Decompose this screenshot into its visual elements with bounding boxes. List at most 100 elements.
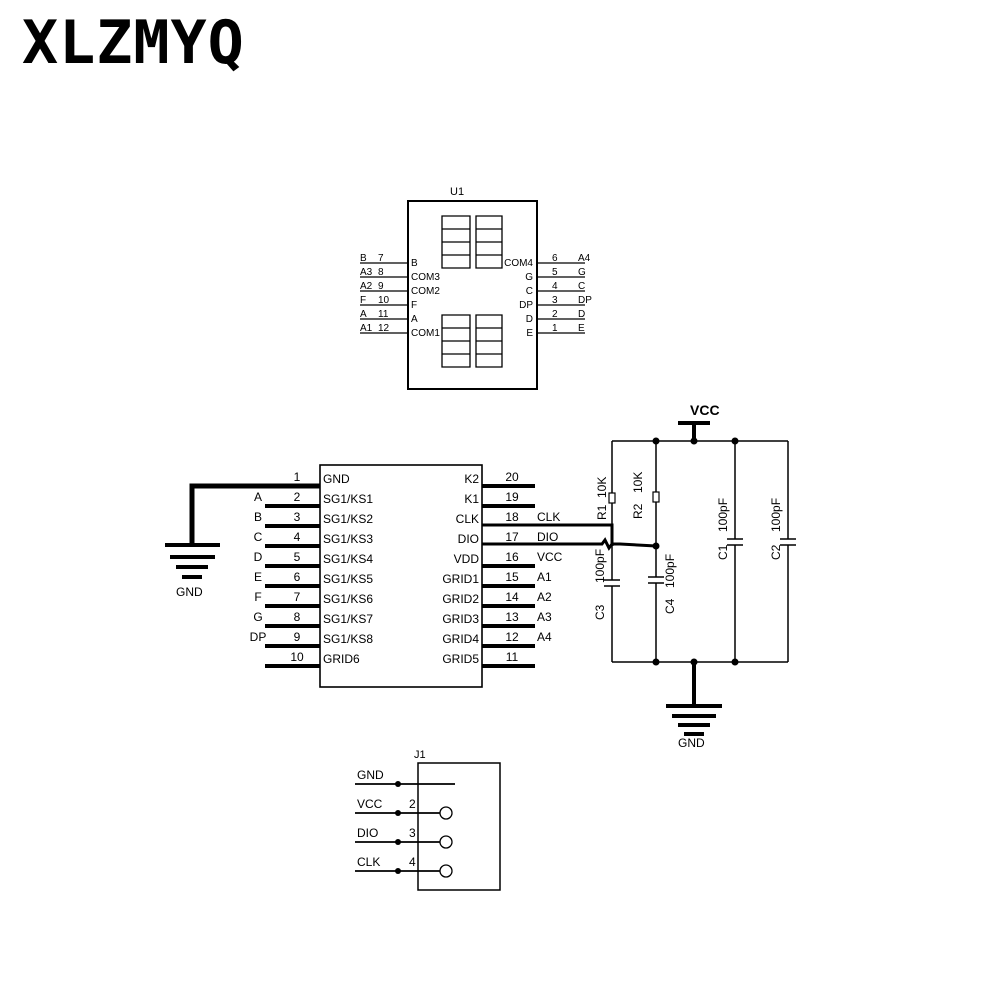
ic-left-num: 1 (294, 470, 301, 484)
u1-left-pin-name: COM2 (411, 286, 440, 297)
ic-left-net: G (253, 610, 262, 624)
u1-left-num: 10 (378, 295, 390, 306)
gnd-label-left: GND (176, 585, 203, 599)
u1-body (407, 200, 538, 390)
ic-right-pin-name: GRID3 (442, 612, 479, 626)
ic-left-net: E (254, 570, 262, 584)
u1-right-net: DP (578, 295, 592, 306)
ic-right-num: 20 (505, 470, 519, 484)
power-network: VCC GND (482, 402, 796, 750)
u1-left-pin-9: A2 9 COM2 (360, 281, 440, 297)
u1-left-pin-name: F (411, 300, 417, 311)
ic-left-net: A (254, 490, 262, 504)
ic-left-pin-name: GRID6 (323, 652, 360, 666)
r1-ref: R1 (595, 504, 609, 520)
ic-right-num: 15 (505, 570, 519, 584)
ic-right-net: A3 (537, 610, 552, 624)
u1-right-pin-name: C (526, 286, 533, 297)
ic-right-pin-11: GRID5 11 (442, 650, 535, 668)
u1-left-net: A2 (360, 281, 373, 292)
ic-right-pin-name: GRID1 (442, 572, 479, 586)
j1-ref: J1 (414, 749, 426, 761)
u1-left-num: 12 (378, 323, 390, 334)
u1-right-num: 1 (552, 323, 558, 334)
u1-right-pin-name: G (525, 272, 533, 283)
ic-left-net: F (254, 590, 261, 604)
r1-value: 10K (595, 477, 609, 498)
ic-right-pin-name: GRID4 (442, 632, 479, 646)
ic-left-num: 5 (294, 550, 301, 564)
ic-body (319, 464, 483, 688)
ic-right-pin-name: GRID2 (442, 592, 479, 606)
u1-right-net: E (578, 323, 585, 334)
j1-body (417, 762, 501, 891)
u1-digits (441, 215, 503, 368)
j1-net-label: CLK (357, 855, 380, 869)
ic-right-pin-name: DIO (458, 532, 479, 546)
u1-right-net: C (578, 281, 585, 292)
ground-symbol-left (165, 543, 220, 579)
j1-pin-num: 2 (409, 797, 416, 811)
c2-ref: C2 (769, 544, 783, 560)
u1-right-net: D (578, 309, 585, 320)
u1-left-pin-name: COM3 (411, 272, 440, 283)
ic-right-pin-13: GRID3 13 A3 (442, 610, 552, 628)
c1-value: 100pF (716, 498, 730, 532)
ic-left-pin-name: SG1/KS5 (323, 572, 373, 586)
j1-net-label: GND (357, 768, 384, 782)
ic-left-net: B (254, 510, 262, 524)
ic-right-num: 14 (505, 590, 519, 604)
u1-left-net: A1 (360, 323, 373, 334)
ic-right-num: 13 (505, 610, 519, 624)
ic-right-pin-name: GRID5 (442, 652, 479, 666)
u1-ref: U1 (450, 186, 464, 198)
ic-right-net: CLK (537, 510, 560, 524)
ground-symbol-right (666, 704, 722, 736)
ic-left-net: DP (250, 630, 267, 644)
u1-left-num: 9 (378, 281, 384, 292)
ic-right-net: A4 (537, 630, 552, 644)
ic-right-pin-name: VDD (454, 552, 480, 566)
u1-left-num: 7 (378, 253, 384, 264)
ic-right-num: 17 (505, 530, 519, 544)
u1-right-pin-name: COM4 (504, 258, 533, 269)
ic-left-net: D (254, 550, 263, 564)
ic-right-num: 11 (506, 650, 519, 664)
ic-left-pin-name: SG1/KS1 (323, 492, 373, 506)
vcc-label: VCC (690, 402, 720, 418)
c3-value: 100pF (593, 549, 607, 583)
u1-left-pin-12: A1 12 COM1 (360, 323, 440, 339)
u1-left-pin-name: A (411, 314, 418, 325)
ic-left-pin-name: GND (323, 472, 350, 486)
u1-right-num: 4 (552, 281, 558, 292)
u1-left-pin-name: COM1 (411, 328, 440, 339)
ic-left-pin-name: SG1/KS4 (323, 552, 373, 566)
u1-left-pin-name: B (411, 258, 418, 269)
ic-left-num: 2 (294, 490, 301, 504)
ic-right-pin-name: K1 (464, 492, 479, 506)
ic-right-net: VCC (537, 550, 563, 564)
ic-right-num: 18 (505, 510, 519, 524)
r2-value: 10K (631, 472, 645, 493)
ic-left-num: 8 (294, 610, 301, 624)
u1-left-num: 8 (378, 267, 384, 278)
u1-right-num: 2 (552, 309, 558, 320)
u1-left-net: A (360, 309, 367, 320)
u1-right-num: 6 (552, 253, 558, 264)
brand-logo: XLZMYQ (22, 8, 245, 78)
